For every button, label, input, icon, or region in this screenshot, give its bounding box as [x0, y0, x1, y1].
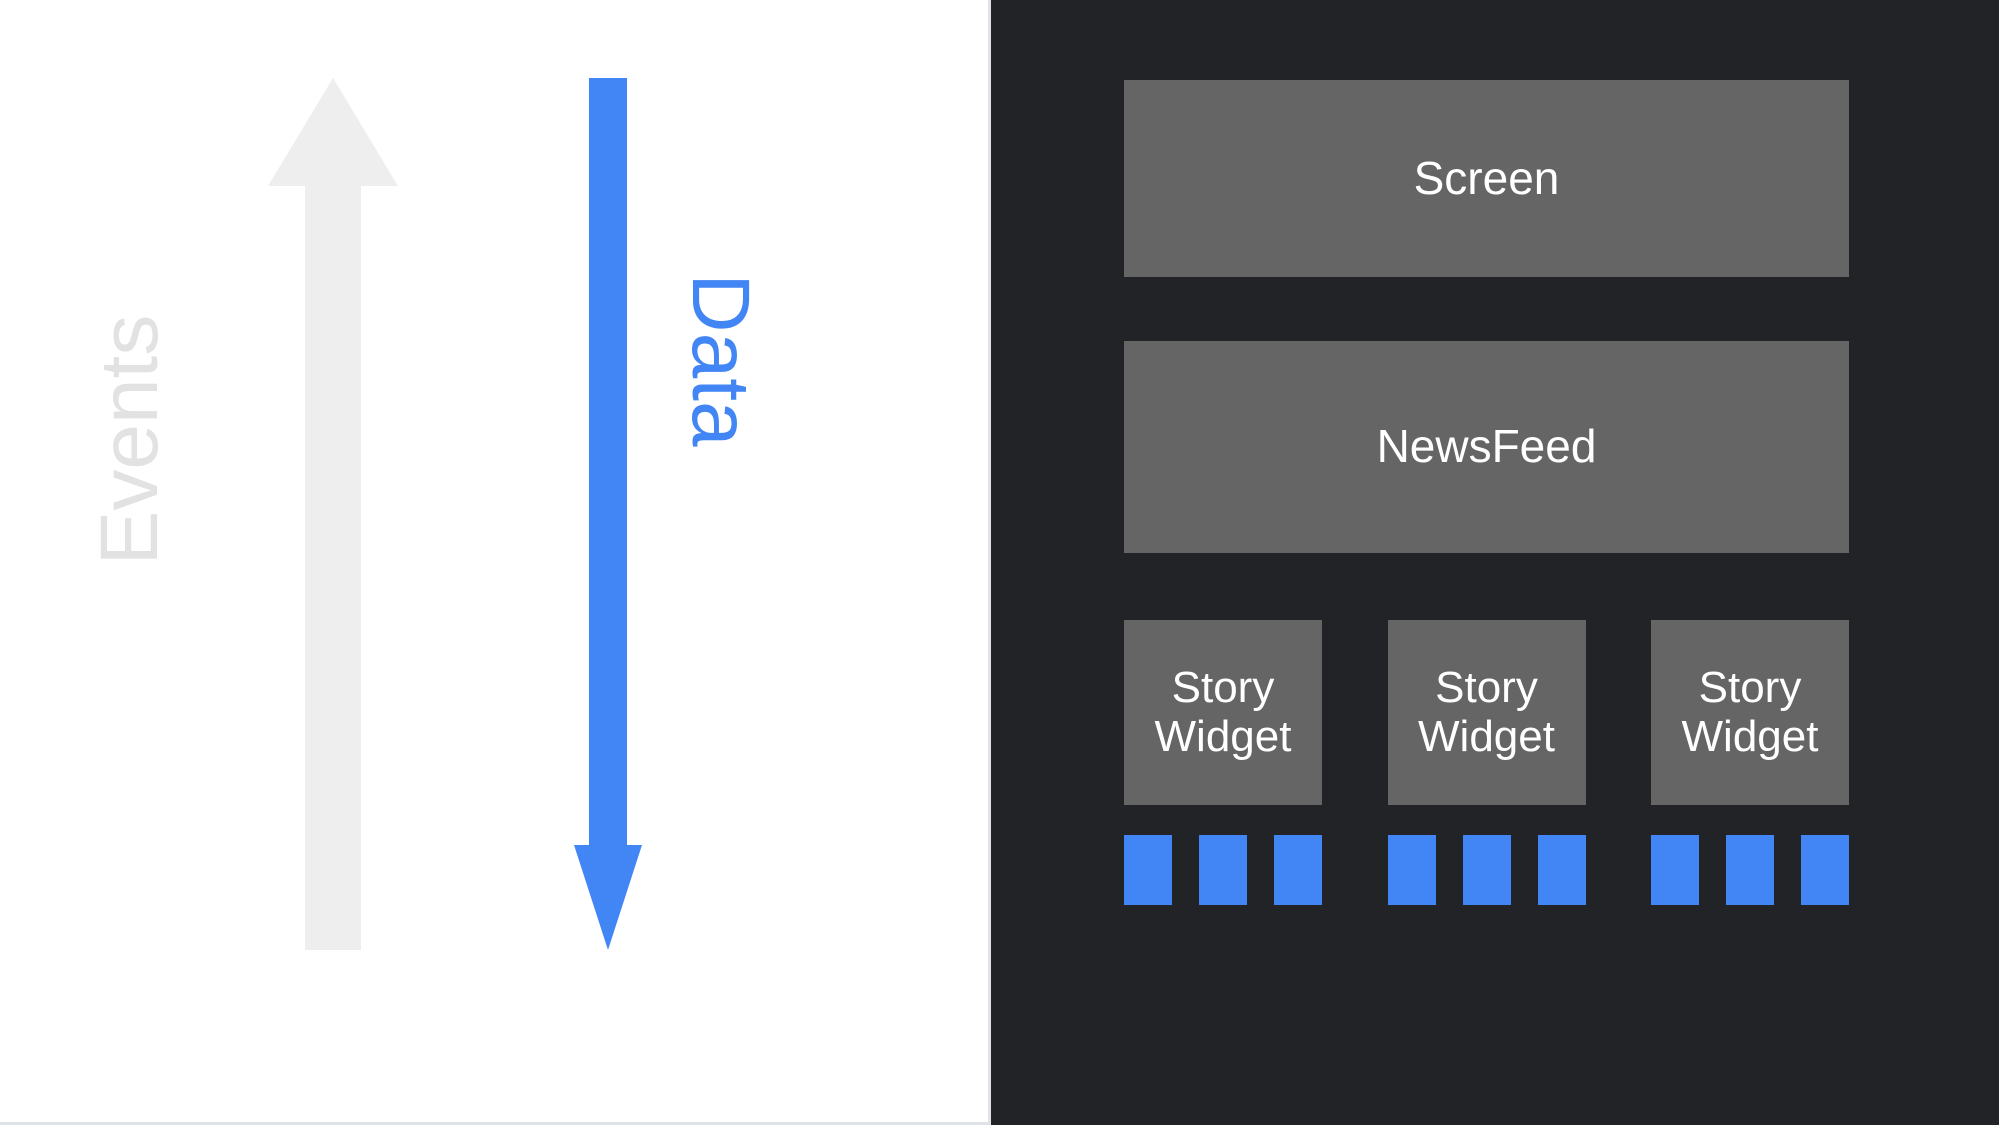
- node-screen[interactable]: Screen: [1124, 80, 1849, 277]
- data-chip[interactable]: [1387, 835, 1436, 905]
- story-widget-line2: Widget: [1681, 711, 1819, 761]
- story-widget-line1: Story: [1698, 663, 1802, 713]
- story-widget-row: Story Widget Story Widget: [1124, 620, 1849, 920]
- data-chip[interactable]: [1462, 835, 1511, 905]
- data-flow-label: Data: [675, 273, 766, 447]
- chip-row: [1387, 835, 1586, 905]
- story-widget-line2: Widget: [1154, 711, 1292, 761]
- flow-legend-pane: Events Data: [0, 0, 988, 1125]
- component-tree-pane: Screen NewsFeed Story Widget: [988, 0, 1999, 1125]
- story-widget-line2: Widget: [1418, 711, 1555, 761]
- data-chip[interactable]: [1124, 835, 1172, 905]
- story-widget-group: Story Widget: [1387, 620, 1586, 920]
- story-widget-line1: Story: [1435, 663, 1538, 713]
- story-widget-group: Story Widget: [1651, 620, 1849, 920]
- node-story-widget[interactable]: Story Widget: [1124, 620, 1322, 805]
- data-chip[interactable]: [1274, 835, 1322, 905]
- data-chip[interactable]: [1726, 835, 1774, 905]
- story-widget-line1: Story: [1171, 663, 1275, 713]
- events-flow-label: Events: [84, 314, 175, 566]
- data-chip[interactable]: [1651, 835, 1699, 905]
- node-story-widget[interactable]: Story Widget: [1651, 620, 1849, 805]
- node-newsfeed[interactable]: NewsFeed: [1124, 341, 1849, 553]
- story-widget-group: Story Widget: [1124, 620, 1322, 920]
- data-chip[interactable]: [1537, 835, 1586, 905]
- arrow-down-icon: [574, 78, 642, 950]
- data-chip[interactable]: [1801, 835, 1849, 905]
- arrow-up-icon: [268, 78, 398, 950]
- chip-row: [1651, 835, 1849, 905]
- node-story-widget[interactable]: Story Widget: [1387, 620, 1586, 805]
- chip-row: [1124, 835, 1322, 905]
- data-chip[interactable]: [1199, 835, 1247, 905]
